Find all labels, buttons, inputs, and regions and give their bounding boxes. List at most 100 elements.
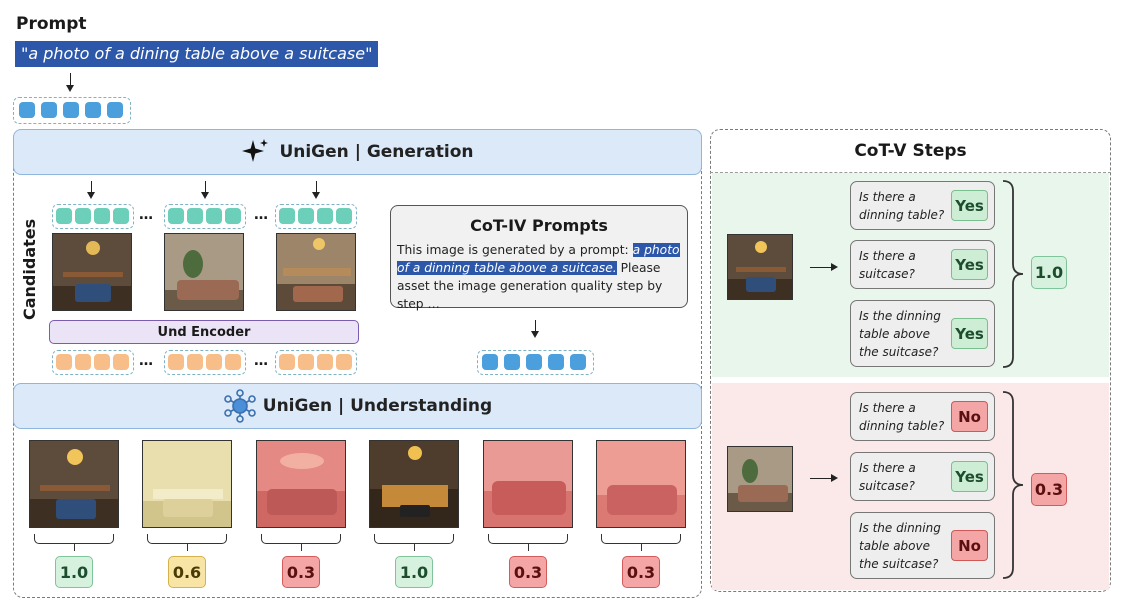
brace-right [1002, 391, 1024, 579]
ellipsis: … [139, 207, 154, 223]
cotv-score-fail: 0.3 [1031, 473, 1067, 506]
token [279, 354, 295, 370]
token [504, 354, 520, 370]
token [336, 208, 352, 224]
token [225, 354, 241, 370]
answer-badge: No [951, 401, 988, 432]
token [113, 208, 129, 224]
token [317, 208, 333, 224]
cot-iv-prompt-box: CoT-IV Prompts This image is generated b… [390, 205, 688, 311]
cot-iv-pre: This image is generated by a prompt: [397, 243, 633, 257]
token [548, 354, 564, 370]
token [298, 208, 314, 224]
answer-badge: No [951, 530, 988, 561]
question-line: the suitcase? [859, 345, 939, 359]
sparkle-icon [242, 139, 269, 162]
token [526, 354, 542, 370]
cotv-title: CoT-V Steps [854, 141, 967, 161]
arrow-right [810, 262, 838, 271]
arrow-right [810, 473, 838, 482]
question-line: Is there a [859, 249, 916, 263]
ellipsis: … [139, 353, 154, 369]
und-token-box [275, 350, 357, 375]
understanding-title: UniGen | Understanding [262, 396, 493, 416]
eval-image-4 [369, 440, 459, 528]
cot-iv-text: This image is generated by a prompt: a p… [397, 241, 687, 313]
question-line: suitcase? [859, 267, 915, 281]
question-line: Is the dinning [859, 309, 941, 323]
question-line: table above [859, 327, 931, 341]
token [336, 354, 352, 370]
gen-token-box [275, 204, 357, 229]
question-line: dinning table? [859, 208, 945, 222]
arrow-down [86, 181, 95, 199]
token [56, 354, 72, 370]
token [94, 208, 110, 224]
token [19, 102, 35, 118]
understanding-banner: UniGen | Understanding [13, 383, 702, 429]
brace-right [1002, 180, 1024, 368]
eval-image-1 [29, 440, 119, 528]
token [225, 208, 241, 224]
candidate-image-3 [276, 233, 356, 311]
generation-banner: UniGen | Generation [13, 129, 702, 175]
cotv-container [710, 129, 1111, 592]
token [75, 354, 91, 370]
eval-image-3 [256, 440, 346, 528]
question-box: Is there a dinning table? No [850, 392, 995, 441]
ellipsis: … [254, 207, 269, 223]
token [56, 208, 72, 224]
score-badge: 0.6 [168, 556, 206, 588]
token [482, 354, 498, 370]
answer-badge: Yes [951, 249, 988, 280]
arrow-prompt-to-tokens [65, 73, 74, 92]
eval-image-5 [483, 440, 573, 528]
token [317, 354, 333, 370]
cot-token-box [477, 350, 594, 375]
answer-badge: Yes [951, 461, 988, 492]
brace [34, 534, 114, 551]
question-text: Is there a dinning table? [859, 399, 944, 435]
brace [261, 534, 341, 551]
gen-token-box [164, 204, 246, 229]
question-line: Is there a [859, 401, 916, 415]
divider [710, 172, 1111, 173]
brace [374, 534, 454, 551]
question-text: Is there a suitcase? [859, 247, 916, 283]
score-badge: 0.3 [509, 556, 547, 588]
cot-iv-post: Please asset the image generation qualit… [397, 261, 663, 311]
token [75, 208, 91, 224]
token [168, 354, 184, 370]
token [85, 102, 101, 118]
brace [147, 534, 227, 551]
question-box: Is there a suitcase? Yes [850, 240, 995, 289]
answer-badge: Yes [951, 190, 988, 221]
question-line: table above [859, 539, 931, 553]
token [206, 208, 222, 224]
arrow-down [311, 181, 320, 199]
token [187, 208, 203, 224]
und-token-box [52, 350, 134, 375]
question-text: Is the dinning table above the suitcase? [859, 307, 941, 361]
token [107, 102, 123, 118]
network-icon [223, 389, 256, 423]
token [113, 354, 129, 370]
cot-iv-title: CoT-IV Prompts [470, 216, 608, 235]
token [279, 208, 295, 224]
question-line: Is there a [859, 461, 916, 475]
eval-image-2 [142, 440, 232, 528]
und-encoder: Und Encoder [49, 320, 359, 344]
candidate-image-2 [164, 233, 244, 311]
eval-image-6 [596, 440, 686, 528]
score-badge: 1.0 [395, 556, 433, 588]
question-line: dinning table? [859, 419, 945, 433]
arrow-down [530, 320, 539, 338]
question-line: Is the dinning [859, 521, 941, 535]
cotv-score-pass: 1.0 [1031, 256, 1067, 289]
